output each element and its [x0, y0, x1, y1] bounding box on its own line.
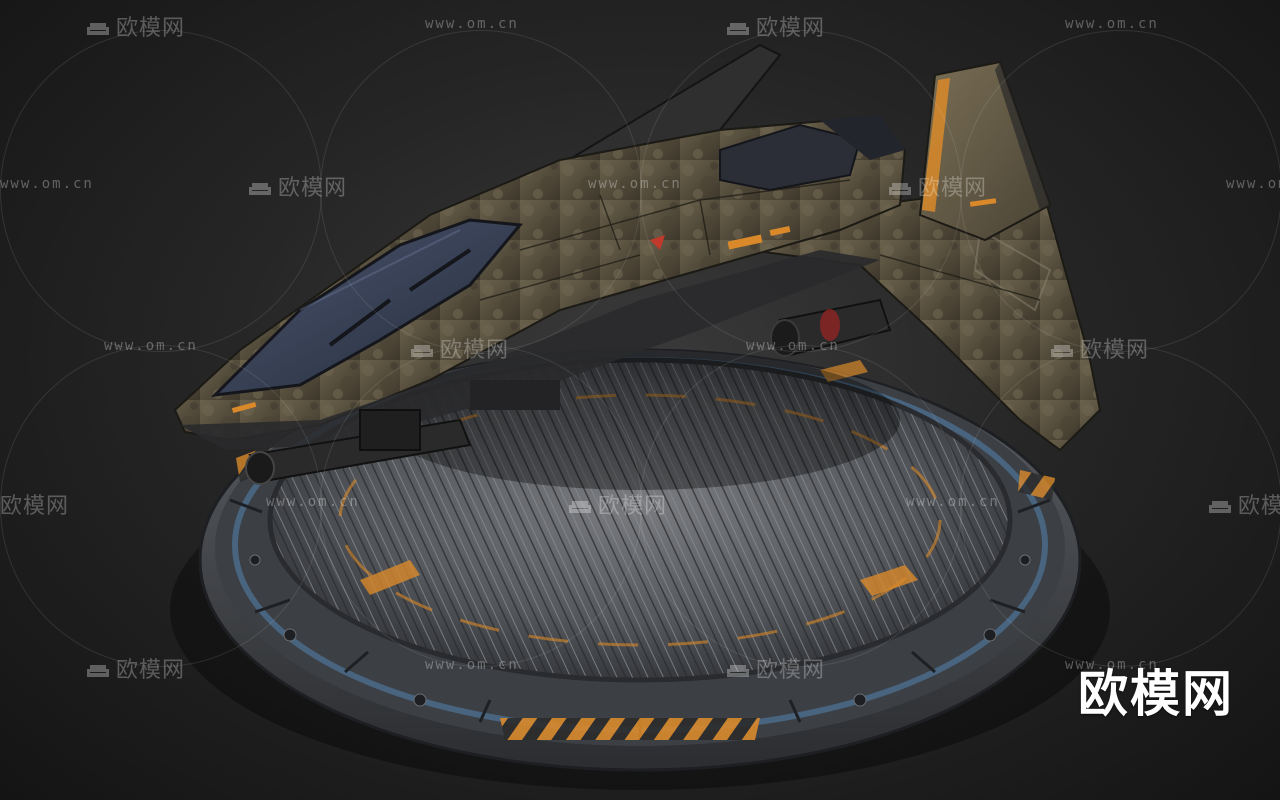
corner-brand-mark: 欧模网: [1078, 665, 1234, 723]
spaceship: [173, 43, 1102, 485]
